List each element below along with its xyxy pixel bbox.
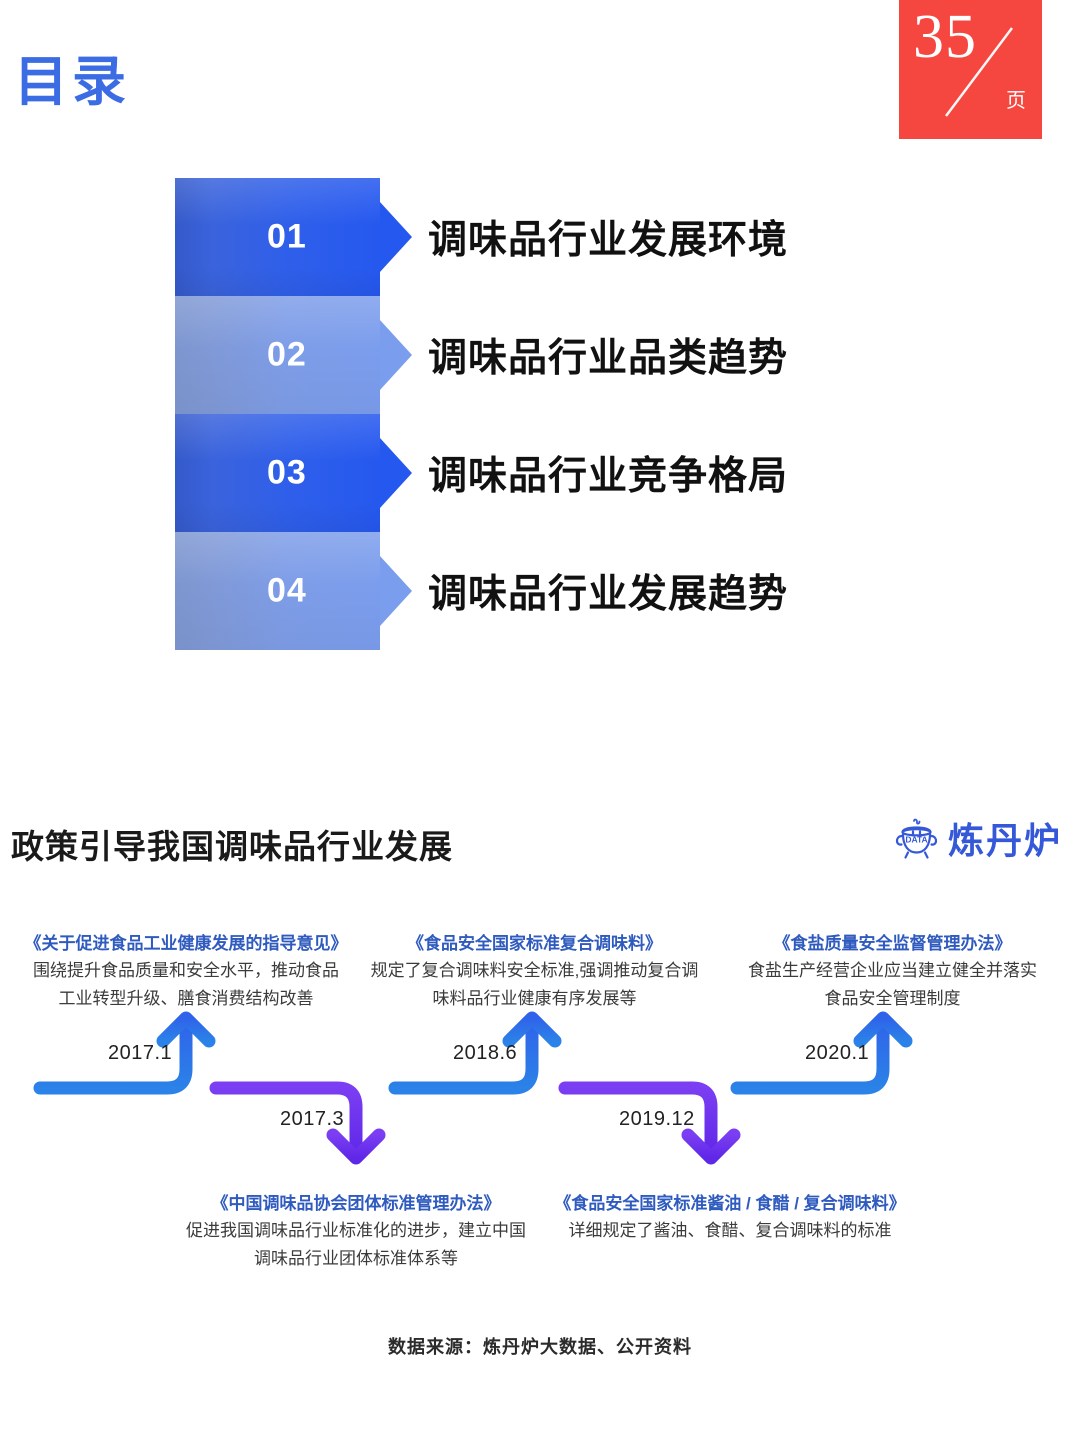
section-title: 政策引导我国调味品行业发展 — [11, 828, 453, 865]
timeline-arrow-2017-3 — [209, 1081, 386, 1165]
brand-logo: DATA 炼丹炉 — [894, 812, 1062, 864]
timeline-desc-line-1: 食盐生产经营企业应当建立健全并落实 — [748, 961, 1037, 981]
timeline-heading-2020-1: 《食盐质量安全监督管理办法》 — [773, 934, 1012, 953]
toc-number-03: 03 — [267, 453, 307, 492]
timeline-date-2020-1: 2020.1 — [805, 1042, 870, 1064]
timeline-date-2017-3: 2017.3 — [280, 1108, 345, 1130]
timeline-block-2017-3: 《中国调味品协会团体标准管理办法》 促进我国调味品行业标准化的进步，建立中国 调… — [130, 1191, 582, 1272]
timeline-heading-2017-3: 《中国调味品协会团体标准管理办法》 — [211, 1194, 501, 1213]
toc-label-03: 调味品行业竞争格局 — [428, 455, 789, 498]
toc-bar-04 — [175, 532, 412, 650]
toc-bar-01 — [175, 178, 412, 296]
toc-item-03[interactable]: 03 调味品行业竞争格局 — [175, 414, 995, 532]
badge-slash-icon — [945, 27, 1013, 117]
toc-list: 01 调味品行业发展环境 02 调味品行业品类趋势 03 调味品行业竞争格局 0… — [175, 178, 995, 650]
timeline-block-2017-1: 《关于促进食品工业健康发展的指导意见》 围绕提升食品质量和安全水平，推动食品 工… — [2, 931, 370, 1012]
timeline-desc-line-1: 规定了复合调味料安全标准,强调推动复合调 — [370, 961, 699, 981]
page-number-badge: 35 页 — [899, 0, 1042, 139]
toc-item-04[interactable]: 04 调味品行业发展趋势 — [175, 532, 995, 650]
timeline-block-2020-1: 《食盐质量安全监督管理办法》 食盐生产经营企业应当建立健全并落实 食品安全管理制… — [720, 931, 1065, 1012]
timeline-heading-2017-1: 《关于促进食品工业健康发展的指导意见》 — [24, 934, 348, 953]
timeline-arrow-2019-12 — [558, 1081, 741, 1165]
toc-item-02[interactable]: 02 调味品行业品类趋势 — [175, 296, 995, 414]
chevron-right-icon — [380, 438, 412, 508]
page-unit-label: 页 — [1006, 90, 1026, 112]
timeline-desc-line-1: 详细规定了酱油、食醋、复合调味料的标准 — [568, 1221, 892, 1241]
toc-number-02: 02 — [267, 335, 307, 374]
cauldron-data-icon: DATA — [895, 818, 938, 859]
timeline-date-2017-1: 2017.1 — [108, 1042, 173, 1064]
timeline-desc-line-2: 味料品行业健康有序发展等 — [432, 988, 637, 1008]
timeline-arrows — [33, 1011, 913, 1165]
timeline-desc-line-2: 调味品行业团体标准体系等 — [254, 1248, 458, 1268]
timeline-date-2018-6: 2018.6 — [453, 1042, 518, 1064]
chevron-right-icon — [380, 320, 412, 390]
timeline-desc-line-2: 食品安全管理制度 — [824, 988, 961, 1008]
timeline-arrow-2017-1 — [33, 1011, 216, 1095]
toc-bar-03 — [175, 414, 412, 532]
toc-label-01: 调味品行业发展环境 — [428, 219, 789, 262]
timeline-desc-line-1: 促进我国调味品行业标准化的进步，建立中国 — [186, 1221, 526, 1241]
timeline-heading-2019-12: 《食品安全国家标准酱油 / 食醋 / 复合调味料》 — [554, 1194, 906, 1213]
brand-icon-text: DATA — [905, 835, 927, 845]
page-number: 35 — [913, 3, 977, 71]
timeline-arrow-2018-6 — [388, 1011, 562, 1095]
timeline-desc-line-2: 工业转型升级、膳食消费结构改善 — [58, 988, 314, 1008]
chevron-right-icon — [380, 202, 412, 272]
page-title: 目录 — [14, 52, 130, 112]
timeline-date-2019-12: 2019.12 — [619, 1108, 695, 1130]
brand-name: 炼丹炉 — [947, 820, 1062, 861]
policy-timeline: 2017.1 2017.3 2018.6 2019.12 2020.1 《关于促… — [0, 920, 1080, 1300]
toc-label-04: 调味品行业发展趋势 — [428, 573, 789, 616]
toc-bar-02 — [175, 296, 412, 414]
timeline-block-2018-6: 《食品安全国家标准复合调味料》 规定了复合调味料安全标准,强调推动复合调 味料品… — [362, 931, 707, 1012]
timeline-heading-2018-6: 《食品安全国家标准复合调味料》 — [407, 934, 662, 953]
timeline-block-2019-12: 《食品安全国家标准酱油 / 食醋 / 复合调味料》 详细规定了酱油、食醋、复合调… — [500, 1191, 960, 1245]
data-source-note: 数据来源：炼丹炉大数据、公开资料 — [388, 1337, 692, 1357]
timeline-desc-line-1: 围绕提升食品质量和安全水平，推动食品 — [33, 961, 339, 981]
toc-number-01: 01 — [267, 217, 307, 256]
toc-item-01[interactable]: 01 调味品行业发展环境 — [175, 178, 995, 296]
chevron-right-icon — [380, 556, 412, 626]
toc-number-04: 04 — [267, 571, 307, 610]
toc-label-02: 调味品行业品类趋势 — [428, 337, 789, 380]
timeline-arrow-2020-1 — [730, 1011, 913, 1095]
